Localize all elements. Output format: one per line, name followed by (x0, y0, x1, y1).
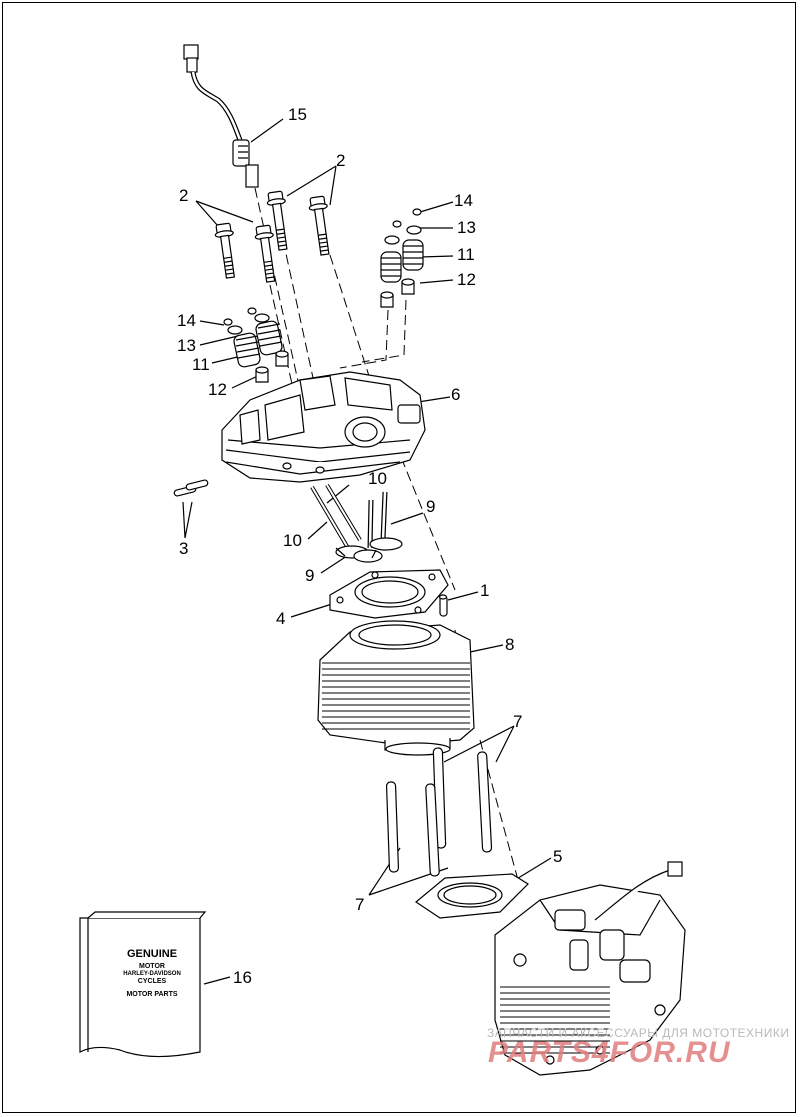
callout-6: 6 (451, 385, 461, 404)
callout-10: 10 (368, 469, 387, 488)
callout-10: 10 (283, 531, 302, 550)
callout-13: 13 (177, 336, 196, 355)
head-bolts (214, 190, 330, 283)
logo-line-motor: MOTOR (139, 963, 165, 970)
parts-book (79, 911, 207, 1058)
callout-12: 12 (208, 380, 227, 399)
callout-3: 3 (179, 539, 189, 558)
callout-1: 1 (480, 581, 490, 600)
logo-line-motor-parts: MOTOR PARTS (126, 991, 178, 998)
dowel-1 (438, 594, 448, 617)
callout-7: 7 (513, 712, 523, 731)
cylinder-head (221, 371, 426, 483)
callout-14: 14 (177, 311, 196, 330)
watermark-brand: PARTS4FOR.RU (488, 1036, 731, 1069)
callout-13: 13 (457, 218, 476, 237)
assembled-head (494, 861, 686, 1076)
sensor-part (183, 44, 259, 188)
callout-15: 15 (288, 105, 307, 124)
logo-line-cycles: CYCLES (137, 978, 167, 985)
head-gasket (329, 569, 449, 619)
pushrods (385, 747, 493, 877)
callout-11: 11 (457, 245, 475, 264)
callout-12: 12 (457, 270, 476, 289)
callout-14: 14 (454, 191, 473, 210)
base-gasket (414, 873, 529, 919)
callout-2: 2 (336, 151, 346, 170)
valves (310, 483, 403, 563)
watermark-tagline: ЗАПЧАСТИ И АКСЕССУАРЫ ДЛЯ МОТОТЕХНИКИ (487, 1026, 790, 1040)
callout-5: 5 (553, 847, 563, 866)
cylinder (317, 620, 475, 756)
callout-2: 2 (179, 186, 189, 205)
callout-9: 9 (426, 497, 436, 516)
dowel-pins (173, 479, 209, 497)
valve-springs-left (223, 307, 289, 383)
callout-7: 7 (355, 895, 365, 914)
valve-springs-right (380, 208, 424, 308)
logo-line-hd: HARLEY-DAVIDSON (123, 971, 181, 977)
callout-9: 9 (305, 566, 315, 585)
callout-16: 16 (233, 968, 252, 987)
logo-line-genuine: GENUINE (126, 948, 178, 960)
callout-8: 8 (505, 635, 515, 654)
callout-11: 11 (192, 355, 210, 374)
callout-4: 4 (276, 609, 286, 628)
